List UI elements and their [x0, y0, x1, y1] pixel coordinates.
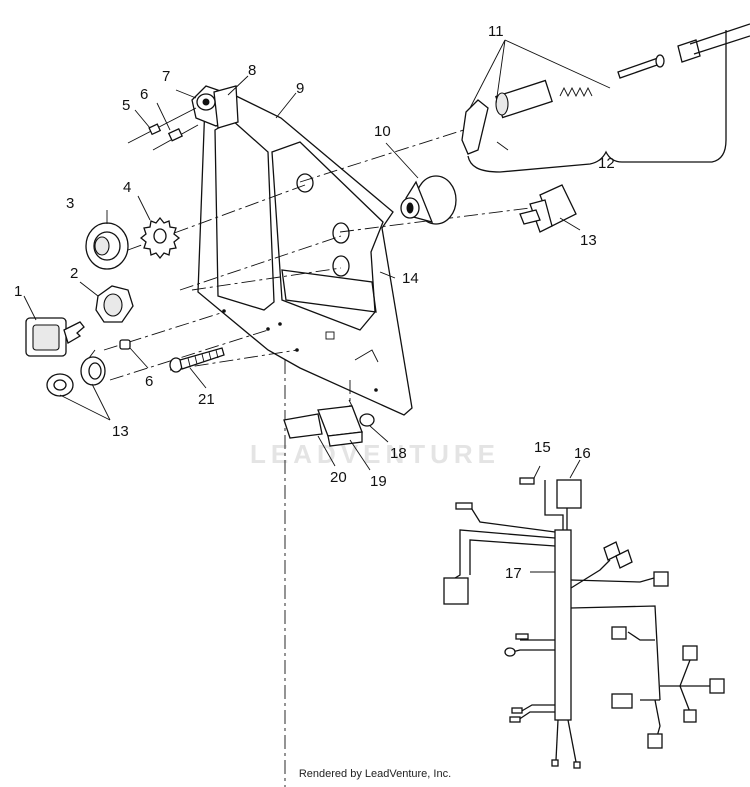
- callout-2: 2: [70, 265, 78, 282]
- hex-nut: [95, 285, 134, 323]
- callout-4: 4: [123, 179, 131, 196]
- callout-9: 9: [296, 80, 304, 97]
- callout-12: 12: [598, 155, 615, 172]
- leader-lines: [23, 75, 581, 573]
- callout-15: 15: [534, 439, 551, 456]
- screw: [169, 347, 225, 373]
- callout-6-bottom: 6: [145, 373, 153, 390]
- ring-nut: [85, 222, 129, 270]
- wiring-harness: [443, 465, 725, 769]
- callout-8: 8: [248, 62, 256, 79]
- callout-6-top: 6: [140, 86, 148, 103]
- callout-3: 3: [66, 195, 74, 212]
- callout-11: 11: [488, 23, 504, 40]
- footer-credit: Rendered by LeadVenture, Inc.: [298, 768, 452, 780]
- callout-14: 14: [402, 270, 419, 287]
- mount-bracket: [283, 399, 375, 447]
- callout-16: 16: [574, 445, 591, 462]
- callout-10: 10: [374, 123, 391, 140]
- lamp-bulb-parts: [127, 107, 199, 151]
- callout-17: 17: [505, 565, 522, 582]
- callout-5: 5: [122, 97, 130, 114]
- callout-18: 18: [390, 445, 407, 462]
- callout-1: 1: [14, 283, 22, 300]
- indicator-lamp-housing: [191, 85, 239, 129]
- lock-washer: [139, 216, 181, 260]
- watermark: LEADVENTURE: [250, 439, 500, 469]
- grommets: [46, 349, 106, 397]
- callout-13-left: 13: [112, 423, 129, 440]
- dash-panel: [197, 91, 413, 416]
- callout-13-right: 13: [580, 232, 597, 249]
- callout-20: 20: [330, 469, 347, 486]
- callout-21: 21: [198, 391, 215, 408]
- toggle-switch: [519, 184, 577, 233]
- plunger-switch-assembly: [461, 23, 750, 173]
- callout-19: 19: [370, 473, 387, 490]
- callout-7: 7: [162, 68, 170, 85]
- small-pin: [119, 339, 131, 350]
- ignition-key: [25, 317, 85, 357]
- rotary-switch: [400, 175, 457, 225]
- callout-numbers: 1 2 3 4 5 6 6 7 8 9 10 11 12 13 13 14 15…: [14, 23, 615, 582]
